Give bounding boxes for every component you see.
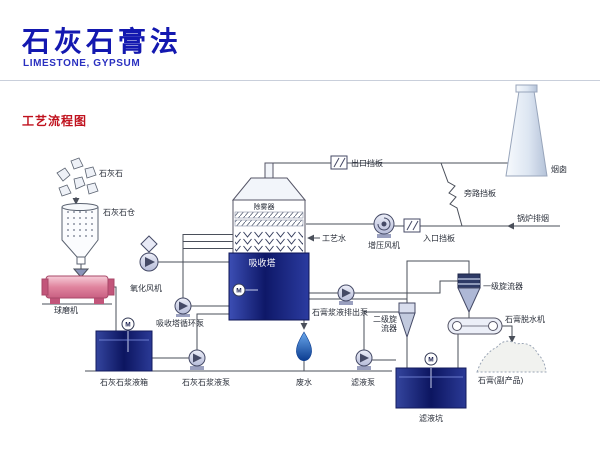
discharge-pump — [337, 284, 355, 305]
label-limestone: 石灰石 — [99, 168, 123, 178]
dewatering-machine — [447, 317, 503, 335]
label-slurry-pump: 石灰石浆液泵 — [182, 377, 230, 387]
ball-mill — [41, 268, 115, 304]
label-ball-mill: 球磨机 — [54, 305, 78, 315]
gypsum-pile — [476, 340, 547, 373]
label-pit-motor: M — [428, 357, 433, 364]
outlet-damper — [330, 155, 348, 170]
flow-lines — [42, 162, 560, 372]
booster-fan — [373, 213, 395, 238]
tower-motor-icon — [232, 283, 246, 297]
oxidation-fan — [139, 235, 159, 272]
label-slurry-tank: 石灰石浆液箱 — [100, 377, 148, 387]
page-subtitle: LIMESTONE, GYPSUM — [23, 58, 141, 69]
slurry-pump — [188, 349, 206, 370]
circulation-pump — [174, 297, 192, 317]
label-limestone-silo: 石灰石仓 — [103, 207, 135, 217]
label-boiler-flue: 锅炉排烟 — [517, 213, 549, 223]
secondary-cyclone — [398, 302, 416, 339]
label-outlet-damper: 出口挡板 — [351, 158, 383, 168]
limestone-silo — [61, 203, 99, 265]
label-chimney: 烟囱 — [551, 164, 567, 174]
label-filtrate-pit: 滤液坑 — [419, 413, 443, 423]
filtrate-pit — [395, 352, 467, 409]
pit-motor-icon — [424, 352, 438, 366]
spray-level — [235, 245, 303, 252]
tank-motor-icon — [121, 317, 135, 331]
label-tower-motor: M — [236, 288, 241, 295]
label-filtrate-pump: 滤液泵 — [351, 377, 375, 387]
section-title: 工艺流程图 — [22, 114, 88, 128]
demister-layer — [234, 211, 304, 219]
filtrate-pump — [355, 349, 373, 370]
label-primary-cyclone: 一级旋流器 — [483, 281, 523, 291]
diagram-labels: 石灰石 石灰石仓 球磨机 氧化风机 吸收塔循环泵 石灰石浆液箱 石灰石浆液泵 除… — [54, 158, 567, 423]
absorption-tower — [228, 162, 310, 321]
spray-level — [235, 231, 303, 238]
demister-layer — [234, 219, 304, 227]
chimney — [505, 84, 548, 177]
label-wastewater: 废水 — [296, 377, 312, 387]
wastewater-drop — [296, 331, 312, 362]
label-secondary-cyclone-1: 二级旋 — [373, 314, 397, 324]
slurry-tank — [95, 317, 153, 372]
label-oxidation-fan: 氧化风机 — [130, 283, 162, 293]
label-dewatering: 石膏脱水机 — [505, 314, 545, 324]
header-divider — [0, 80, 600, 81]
primary-cyclone — [457, 273, 481, 314]
label-tank-motor: M — [125, 322, 130, 329]
label-booster-fan: 增压风机 — [368, 240, 400, 250]
label-inlet-damper: 入口挡板 — [423, 233, 455, 243]
spray-level — [235, 238, 303, 245]
label-discharge-pump: 石膏浆液排出泵 — [312, 307, 368, 317]
label-circulation-pump: 吸收塔循环泵 — [156, 318, 204, 328]
label-absorption-tower: 吸收塔 — [248, 257, 275, 268]
inlet-damper — [403, 218, 421, 233]
label-bypass-damper: 旁路挡板 — [464, 188, 496, 198]
label-secondary-cyclone-2: 流器 — [381, 323, 397, 333]
label-process-water: 工艺水 — [322, 233, 346, 243]
page-title: 石灰石膏法 — [22, 26, 183, 57]
label-gypsum-byproduct: 石膏(副产品) — [478, 375, 524, 385]
limestone-rocks — [56, 157, 99, 197]
label-demister: 除雾器 — [254, 202, 275, 211]
